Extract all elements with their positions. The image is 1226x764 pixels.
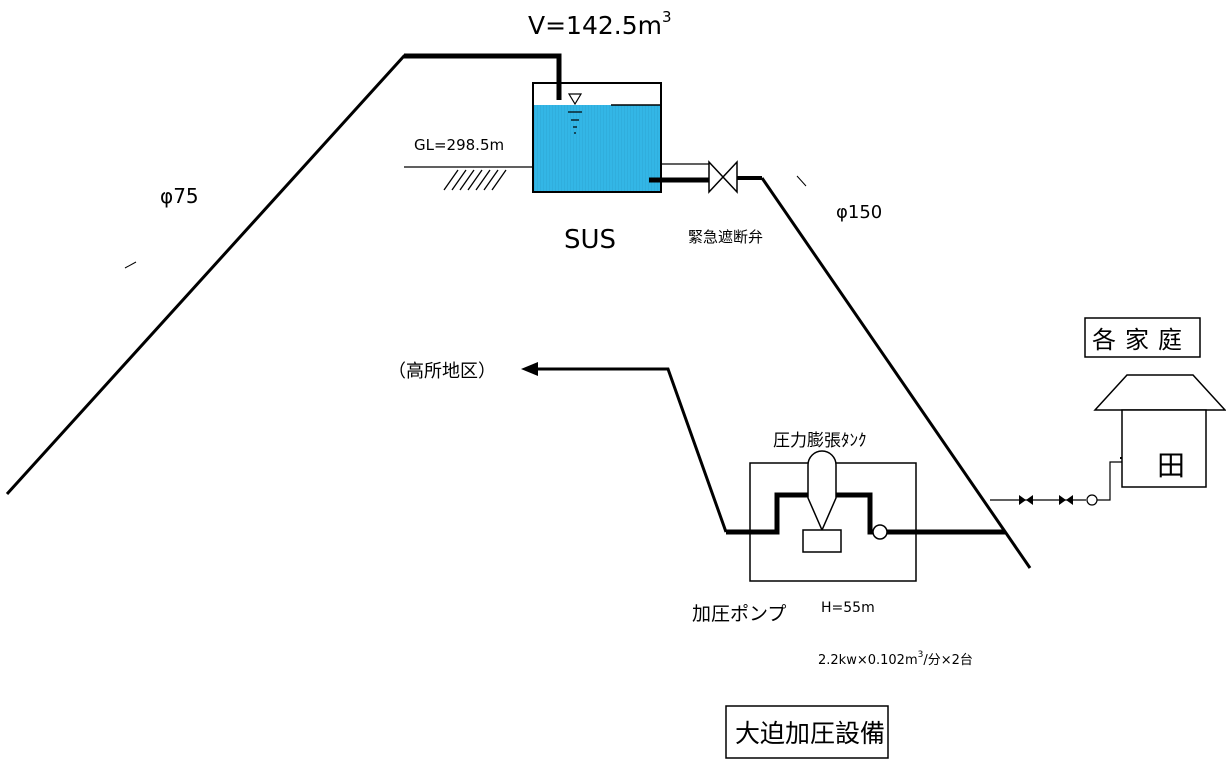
supply-pipe-top-thick xyxy=(404,53,562,100)
pump-label: 加圧ポンプ xyxy=(692,603,786,625)
house-label: 各家庭 xyxy=(1092,326,1191,354)
pipe-diameter-right: φ150 xyxy=(836,202,882,223)
supply-pipe-phi75 xyxy=(5,54,561,496)
tank-material-label: SUS xyxy=(564,225,616,255)
ground-level-label: GL=298.5m xyxy=(414,136,504,154)
pump-spec-label: 2.2kw×0.102m3/分×2台 xyxy=(818,650,973,668)
check-valve-icon xyxy=(872,524,888,540)
pipe-diameter-left: φ75 xyxy=(160,184,199,208)
high-area-label: （高所地区） xyxy=(388,361,496,382)
house-icon xyxy=(1093,374,1226,488)
tank-water xyxy=(533,105,661,192)
gate-valve-2-icon xyxy=(1059,495,1073,505)
water-meter-icon xyxy=(1086,494,1098,506)
facility-title-box xyxy=(725,705,889,759)
flow-arrow-right xyxy=(796,175,807,187)
main-pipe-phi150 xyxy=(760,177,1032,569)
gate-valve-icon xyxy=(1019,495,1033,505)
facility-title: 大迫加圧設備 xyxy=(735,719,885,748)
pump-head-label: H=55m xyxy=(821,600,875,616)
valve-label: 緊急遮断弁 xyxy=(688,228,763,246)
arrow-left-icon xyxy=(521,362,538,376)
expansion-tank-icon xyxy=(802,450,842,553)
pump-pipe xyxy=(726,492,874,535)
ground-hatch-icon xyxy=(443,169,507,191)
high-area-pipe xyxy=(535,367,728,533)
flow-arrow-left xyxy=(124,261,137,269)
expansion-tank-label: 圧力膨張ﾀﾝｸ xyxy=(773,431,867,451)
house-label-box xyxy=(1084,317,1201,358)
water-level-icon xyxy=(567,93,583,134)
tank-volume-label: V=142.5m3 xyxy=(528,8,672,40)
water-tank xyxy=(532,82,662,193)
house-window-icon: 田 xyxy=(1157,449,1185,482)
house-supply-pipe xyxy=(1097,461,1129,501)
emergency-shutoff-valve-icon xyxy=(708,160,738,194)
